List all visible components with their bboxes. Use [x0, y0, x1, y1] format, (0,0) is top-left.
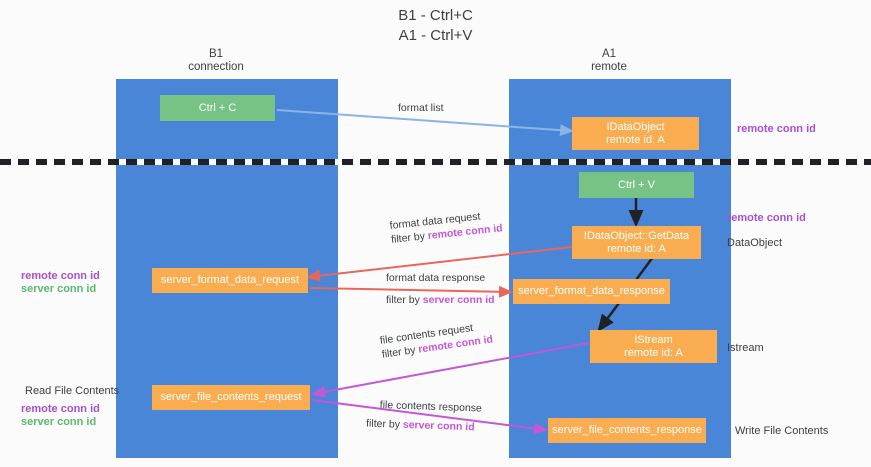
edge-label-format-list-text: format list: [398, 102, 444, 114]
node-ctrl-v-label: Ctrl + V: [618, 178, 655, 191]
annotation-right-dataobject: DataObject: [727, 237, 783, 249]
node-server-file-contents-response[interactable]: server_file_contents_response: [548, 418, 706, 443]
edge-label-format-data-request: format data request filter by remote con…: [389, 207, 503, 247]
node-idataobject-getdata-remote-id: remote id: A: [607, 242, 666, 255]
column-header-a1-line1: A1: [601, 48, 617, 60]
node-istream-label: IStream: [634, 333, 673, 346]
node-idataobject-remote-id: remote id: A: [606, 133, 665, 146]
node-idataobject[interactable]: IDataObject remote id: A: [572, 117, 699, 150]
lane-a1-lower: [509, 165, 731, 458]
node-ctrl-v[interactable]: Ctrl + V: [579, 172, 694, 198]
filter-key: server conn id: [422, 294, 495, 306]
annotation-left-server-conn-id-1: server conn id: [21, 283, 97, 295]
column-header-a1: A1 remote: [509, 48, 709, 74]
title-line-2: A1 - Ctrl+V: [398, 27, 473, 44]
edge-label-format-data-response-title: format data response: [386, 272, 486, 284]
node-ctrl-c-label: Ctrl + C: [198, 101, 237, 114]
node-server-format-data-response[interactable]: server_format_data_response: [513, 279, 670, 304]
edge-label-format-data-response-filter: filter by server conn id: [386, 293, 495, 307]
column-header-b1-line1: B1: [208, 48, 224, 60]
node-server-file-contents-request[interactable]: server_file_contents_request: [152, 385, 310, 410]
column-header-a1-line2: remote: [591, 61, 627, 73]
column-header-b1-line2: connection: [188, 61, 244, 73]
filter-prefix: filter by: [386, 294, 423, 306]
annotation-right-istream: Istream: [727, 342, 764, 354]
edge-label-format-data-response: format data response filter by server co…: [386, 271, 495, 307]
node-server-format-data-request-label: server_format_data_request: [160, 274, 300, 286]
column-header-b1: B1 connection: [116, 48, 316, 74]
annotation-right-remote-conn-id-mid: remote conn id: [727, 212, 806, 224]
edge-label-file-contents-response: file contents response filter by server …: [366, 398, 483, 435]
node-idataobject-getdata-label: IDataObject::GetData: [583, 229, 690, 242]
annotation-right-write-file-contents: Write File Contents: [735, 425, 829, 437]
annotation-left-read-file-contents: Read File Contents: [25, 385, 120, 397]
annotation-right-remote-conn-id-top: remote conn id: [737, 123, 816, 135]
filter-prefix: filter by: [381, 343, 420, 361]
node-server-file-contents-response-label: server_file_contents_response: [552, 424, 702, 436]
node-idataobject-label: IDataObject: [606, 120, 665, 133]
edge-label-file-contents-response-title: file contents response: [379, 398, 483, 415]
edge-label-file-contents-response-filter: filter by server conn id: [366, 417, 482, 435]
edge-label-format-list: format list: [398, 101, 444, 115]
node-server-format-data-response-label: server_format_data_response: [518, 285, 665, 297]
lane-b1-lower: [116, 165, 338, 458]
node-server-format-data-request[interactable]: server_format_data_request: [152, 268, 308, 293]
title-line-1: B1 - Ctrl+C: [398, 7, 473, 24]
node-server-file-contents-request-label: server_file_contents_request: [160, 391, 302, 403]
node-ctrl-c[interactable]: Ctrl + C: [160, 95, 275, 121]
filter-prefix: filter by: [390, 230, 429, 246]
annotation-left-remote-conn-id-2: remote conn id: [21, 403, 100, 415]
node-idataobject-getdata[interactable]: IDataObject::GetData remote id: A: [572, 226, 701, 259]
node-istream-remote-id: remote id: A: [624, 346, 683, 359]
filter-prefix: filter by: [365, 417, 404, 431]
node-istream[interactable]: IStream remote id: A: [590, 330, 717, 363]
annotation-left-remote-conn-id-1: remote conn id: [21, 270, 100, 282]
filter-key: server conn id: [402, 418, 475, 434]
page-title: B1 - Ctrl+C A1 - Ctrl+V: [0, 6, 871, 46]
edge-label-file-contents-request: file contents request filter by remote c…: [379, 318, 494, 361]
annotation-left-server-conn-id-2: server conn id: [21, 416, 97, 428]
